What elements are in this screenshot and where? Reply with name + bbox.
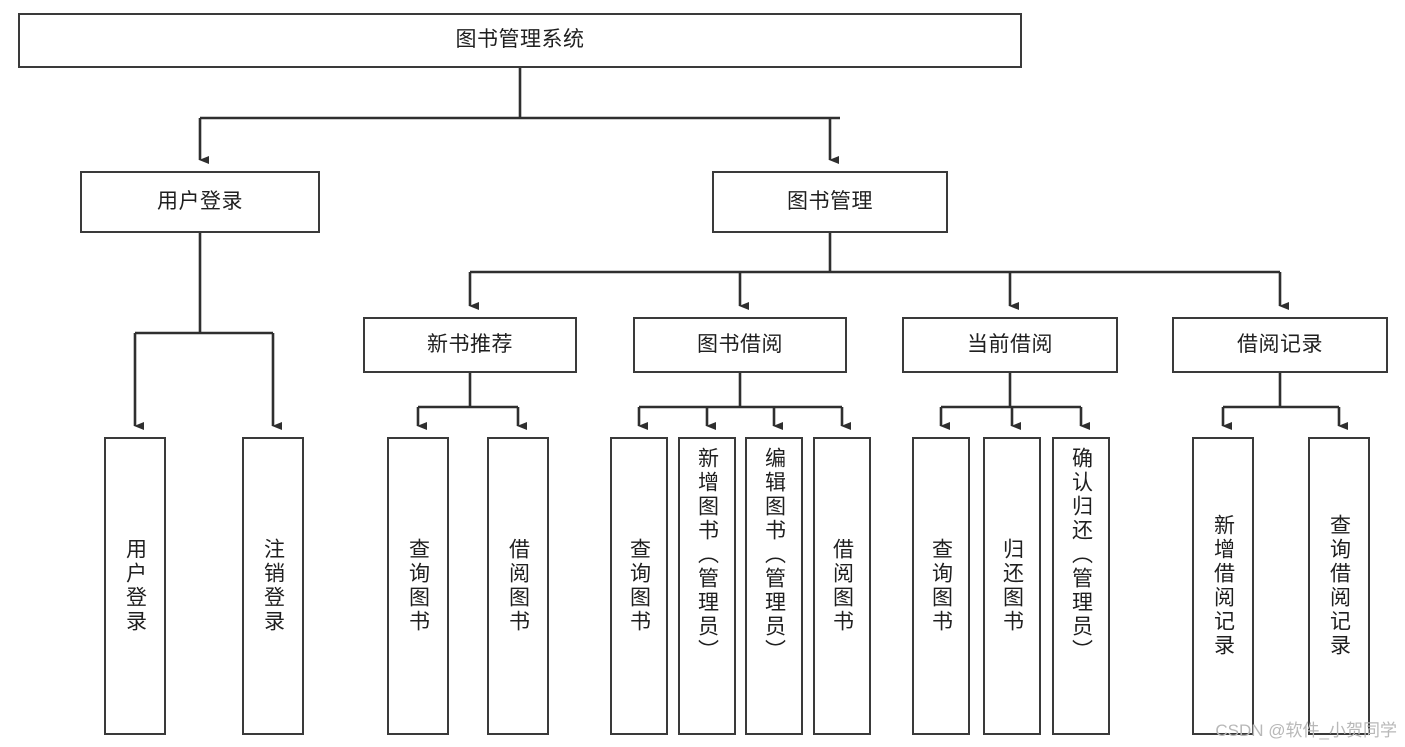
node-root[interactable]: 图书管理系统 (18, 13, 1022, 68)
node-book-manage[interactable]: 图书管理 (712, 171, 948, 233)
node-current-borrow-label: 当前借阅 (967, 332, 1053, 356)
node-book-manage-label: 图书管理 (787, 189, 873, 213)
watermark-text: CSDN @软件_小贺同学 (1215, 721, 1397, 740)
node-leaf-confirm-return-label: 确认归还（管理员） (1069, 447, 1093, 663)
node-leaf-query-book-2-label: 查询图书 (627, 538, 651, 634)
node-new-book-rec[interactable]: 新书推荐 (363, 317, 577, 373)
node-leaf-add-book[interactable]: 新增图书（管理员） (678, 437, 736, 735)
node-borrow-record-label: 借阅记录 (1237, 332, 1323, 356)
node-leaf-edit-book-label: 编辑图书（管理员） (762, 447, 786, 663)
node-leaf-query-book-3[interactable]: 查询图书 (912, 437, 970, 735)
node-leaf-borrow-book-1[interactable]: 借阅图书 (487, 437, 549, 735)
node-leaf-query-record-label: 查询借阅记录 (1327, 514, 1351, 658)
node-root-label: 图书管理系统 (455, 28, 585, 52)
node-leaf-query-book-2[interactable]: 查询图书 (610, 437, 668, 735)
node-leaf-add-record-label: 新增借阅记录 (1211, 514, 1235, 658)
node-leaf-query-book-1[interactable]: 查询图书 (387, 437, 449, 735)
node-new-book-rec-label: 新书推荐 (427, 332, 513, 356)
node-leaf-borrow-book-1-label: 借阅图书 (506, 538, 530, 634)
node-leaf-add-record[interactable]: 新增借阅记录 (1192, 437, 1254, 735)
node-user-login-label: 用户登录 (157, 189, 243, 213)
node-leaf-borrow-book-2-label: 借阅图书 (830, 538, 854, 634)
node-leaf-return-book-label: 归还图书 (1000, 538, 1024, 634)
node-leaf-user-logout-label: 注销登录 (261, 538, 285, 634)
node-leaf-return-book[interactable]: 归还图书 (983, 437, 1041, 735)
node-user-login[interactable]: 用户登录 (80, 171, 320, 233)
node-current-borrow[interactable]: 当前借阅 (902, 317, 1118, 373)
node-leaf-borrow-book-2[interactable]: 借阅图书 (813, 437, 871, 735)
node-leaf-user-login-label: 用户登录 (123, 538, 147, 634)
node-leaf-user-logout[interactable]: 注销登录 (242, 437, 304, 735)
node-leaf-confirm-return[interactable]: 确认归还（管理员） (1052, 437, 1110, 735)
node-book-borrow-label: 图书借阅 (697, 332, 783, 356)
node-book-borrow[interactable]: 图书借阅 (633, 317, 847, 373)
node-leaf-add-book-label: 新增图书（管理员） (695, 447, 719, 663)
node-leaf-query-book-1-label: 查询图书 (406, 538, 430, 634)
node-leaf-edit-book[interactable]: 编辑图书（管理员） (745, 437, 803, 735)
node-leaf-query-record[interactable]: 查询借阅记录 (1308, 437, 1370, 735)
node-leaf-user-login[interactable]: 用户登录 (104, 437, 166, 735)
node-borrow-record[interactable]: 借阅记录 (1172, 317, 1388, 373)
node-leaf-query-book-3-label: 查询图书 (929, 538, 953, 634)
